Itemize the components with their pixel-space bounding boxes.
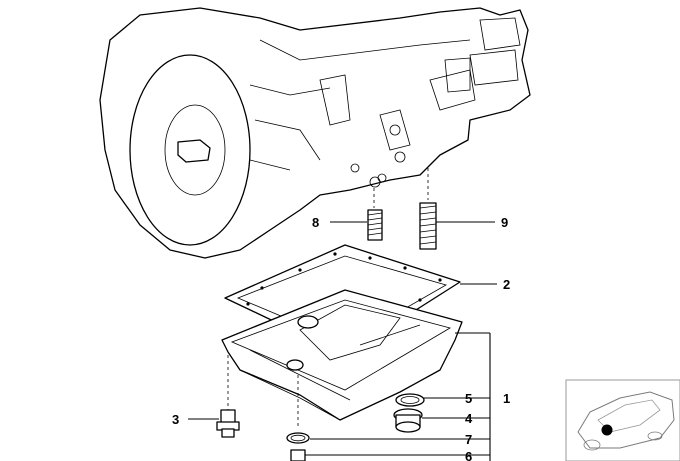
spring-long bbox=[419, 202, 437, 250]
leader-lines bbox=[188, 221, 497, 461]
filler-plug bbox=[393, 408, 423, 433]
callout-9: 9 bbox=[501, 215, 508, 230]
car-thumbnail bbox=[565, 379, 680, 461]
transmission-housing bbox=[99, 7, 531, 259]
callout-8: 8 bbox=[312, 215, 319, 230]
location-marker bbox=[601, 424, 613, 436]
callout-5: 5 bbox=[465, 391, 472, 406]
callout-4: 4 bbox=[465, 411, 473, 426]
callout-3: 3 bbox=[172, 412, 179, 427]
oil-filter bbox=[290, 449, 306, 461]
spring-short bbox=[367, 209, 383, 241]
callout-2: 2 bbox=[503, 277, 510, 292]
callout-6: 6 bbox=[465, 449, 472, 461]
o-ring bbox=[286, 432, 310, 444]
drain-bolt bbox=[216, 409, 240, 438]
callout-7: 7 bbox=[465, 432, 472, 447]
gasket-ring bbox=[395, 393, 425, 407]
callout-1: 1 bbox=[503, 391, 510, 406]
oil-pan bbox=[221, 289, 463, 421]
